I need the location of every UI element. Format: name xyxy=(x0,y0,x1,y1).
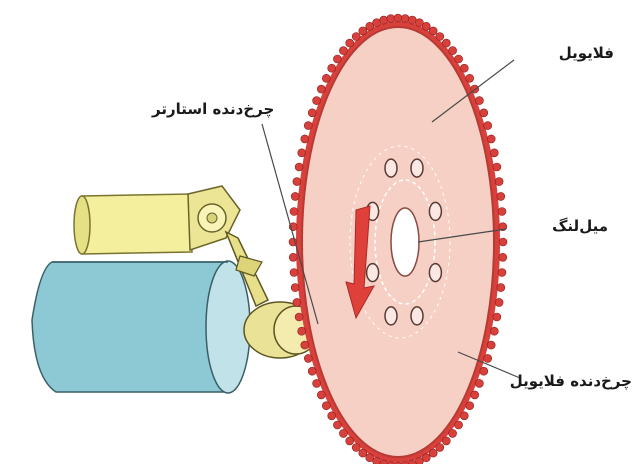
ring-gear-tooth xyxy=(471,391,479,399)
ring-gear-tooth xyxy=(498,269,506,277)
ring-gear-tooth xyxy=(480,367,488,375)
ring-gear-tooth xyxy=(328,412,336,420)
ring-gear-tooth xyxy=(301,341,309,349)
ring-gear-tooth xyxy=(493,163,501,171)
ring-gear-tooth xyxy=(460,412,468,420)
ring-gear-tooth xyxy=(495,298,503,306)
ring-gear-tooth xyxy=(466,402,474,410)
ring-gear-tooth xyxy=(322,74,330,82)
ring-gear-tooth xyxy=(359,27,367,35)
ring-gear-tooth xyxy=(333,55,341,63)
ring-gear-tooth xyxy=(493,313,501,321)
ring-gear-tooth xyxy=(293,178,301,186)
ring-gear-tooth xyxy=(401,15,409,23)
bolt-hole xyxy=(385,307,397,325)
ring-gear-tooth xyxy=(352,444,360,452)
bolt-hole xyxy=(411,307,423,325)
ring-gear-tooth xyxy=(449,429,457,437)
ring-gear-tooth xyxy=(359,449,367,457)
ring-gear-tooth xyxy=(322,402,330,410)
ring-gear-tooth xyxy=(346,437,354,445)
ring-gear-tooth xyxy=(313,97,321,105)
ring-gear-tooth xyxy=(317,85,325,93)
ring-gear-tooth xyxy=(497,192,505,200)
ring-gear-tooth xyxy=(499,253,507,261)
ring-gear-tooth xyxy=(449,47,457,55)
ring-gear-tooth xyxy=(298,149,306,157)
ring-gear-tooth xyxy=(291,192,299,200)
ring-gear-tooth xyxy=(373,19,381,27)
ring-gear-tooth xyxy=(475,97,483,105)
motor-end-cap xyxy=(206,261,250,393)
ring-gear-tooth xyxy=(333,421,341,429)
ring-gear-tooth xyxy=(498,208,506,216)
ring-gear-tooth xyxy=(308,367,316,375)
ring-gear-tooth xyxy=(484,122,492,130)
ring-gear-tooth xyxy=(408,16,416,24)
ring-gear-tooth xyxy=(480,109,488,117)
ring-gear-tooth xyxy=(293,298,301,306)
ring-gear-tooth xyxy=(290,208,298,216)
ring-gear-tooth xyxy=(387,15,395,23)
ring-gear-tooth xyxy=(366,454,374,462)
ring-gear-tooth xyxy=(422,22,430,30)
ring-gear-tooth xyxy=(304,354,312,362)
ring-gear-tooth xyxy=(460,64,468,72)
ring-gear-tooth xyxy=(304,122,312,130)
ring-gear-tooth xyxy=(495,178,503,186)
bolt-hole xyxy=(429,202,441,220)
bolt-hole xyxy=(367,264,379,282)
ring-gear-tooth xyxy=(487,341,495,349)
ring-gear-tooth xyxy=(429,449,437,457)
ring-gear-tooth xyxy=(466,74,474,82)
ring-gear-tooth xyxy=(429,27,437,35)
solenoid-body xyxy=(77,194,192,254)
bolt-hole xyxy=(385,159,397,177)
ring-gear-tooth xyxy=(313,379,321,387)
ring-gear-tooth xyxy=(442,437,450,445)
label-flywheel: فلایویل xyxy=(559,44,614,62)
label-starter-gear: چرخ‌دنده استارتر xyxy=(152,100,274,118)
ring-gear-tooth xyxy=(394,14,402,22)
label-crankshaft: میل‌لنگ xyxy=(552,217,608,235)
ring-gear-tooth xyxy=(301,135,309,143)
ring-gear-tooth xyxy=(455,421,463,429)
bolt-hole xyxy=(411,159,423,177)
ring-gear-tooth xyxy=(490,149,498,157)
ring-gear-tooth xyxy=(289,253,297,261)
starter-solenoid xyxy=(74,186,240,254)
ring-gear-tooth xyxy=(339,47,347,55)
ring-gear-tooth xyxy=(317,391,325,399)
ring-gear-tooth xyxy=(475,379,483,387)
ring-gear-tooth xyxy=(484,354,492,362)
label-flywheel-ring-gear: چرخ‌دنده فلایویل xyxy=(510,372,632,390)
ring-gear-tooth xyxy=(380,16,388,24)
ring-gear-tooth xyxy=(298,327,306,335)
ring-gear-tooth xyxy=(499,238,507,246)
ring-gear-tooth xyxy=(308,109,316,117)
ring-gear-tooth xyxy=(295,313,303,321)
starter-motor xyxy=(32,261,250,393)
ring-gear-tooth xyxy=(442,39,450,47)
ring-gear-tooth xyxy=(290,269,298,277)
ring-gear-tooth xyxy=(328,64,336,72)
motor-body xyxy=(32,262,230,392)
ring-gear-tooth xyxy=(346,39,354,47)
ring-gear-tooth xyxy=(352,33,360,41)
ring-gear-tooth xyxy=(295,163,303,171)
ring-gear-tooth xyxy=(497,284,505,292)
ring-gear-tooth xyxy=(339,429,347,437)
ring-gear-tooth xyxy=(487,135,495,143)
crankshaft-bore xyxy=(391,208,419,276)
ring-gear-tooth xyxy=(490,327,498,335)
ring-gear-tooth xyxy=(436,33,444,41)
ring-gear-tooth xyxy=(455,55,463,63)
bolt-hole xyxy=(429,264,441,282)
ring-gear-tooth xyxy=(436,444,444,452)
ring-gear-tooth xyxy=(291,284,299,292)
ring-gear-tooth xyxy=(415,457,423,464)
